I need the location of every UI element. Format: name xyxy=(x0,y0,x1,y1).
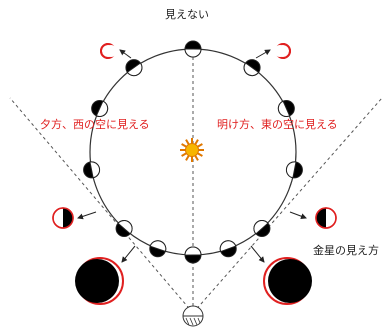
label-morning-east: 明け方、東の空に見える xyxy=(217,118,338,131)
venus-phase-icon xyxy=(125,59,143,77)
phase-arrow xyxy=(77,211,97,220)
label-evening-west: 夕方、西の空に見える xyxy=(40,118,150,131)
phase-arrow xyxy=(289,211,307,220)
phase-arrow xyxy=(250,245,265,263)
phase-arrow xyxy=(121,245,136,263)
label-not-visible: 見えない xyxy=(165,8,209,21)
venus-phase-icon xyxy=(91,99,109,117)
venus-phase-icon xyxy=(219,240,237,258)
venus-phase-icon xyxy=(184,246,202,264)
venus-appearance-icon xyxy=(75,257,124,305)
venus-phase-icon xyxy=(243,59,261,77)
sun-icon xyxy=(180,138,204,162)
sight-line-west xyxy=(9,97,194,314)
sight-lines xyxy=(9,45,383,314)
venus-appearance-icon xyxy=(315,207,337,229)
earth-icon xyxy=(182,305,204,327)
phase-arrow xyxy=(119,49,132,59)
venus-phase-icon xyxy=(285,161,303,179)
phase-arrow xyxy=(255,49,271,59)
venus-appearances xyxy=(52,43,337,305)
venus-phase-icon xyxy=(184,40,202,58)
venus-appearance-icon xyxy=(274,43,291,59)
phase-arrows xyxy=(77,49,307,263)
venus-phase-icon xyxy=(277,99,295,117)
venus-phase-icon xyxy=(83,161,101,179)
venus-orbit-positions xyxy=(83,40,303,264)
venus-appearance-icon xyxy=(52,207,74,229)
label-venus-appearance: 金星の見え方 xyxy=(313,244,379,257)
venus-appearance-icon xyxy=(100,43,117,59)
venus-phase-icon xyxy=(149,240,167,258)
venus-phase-icon xyxy=(253,220,271,238)
venus-appearance-icon xyxy=(263,257,312,305)
venus-phase-icon xyxy=(115,220,133,238)
